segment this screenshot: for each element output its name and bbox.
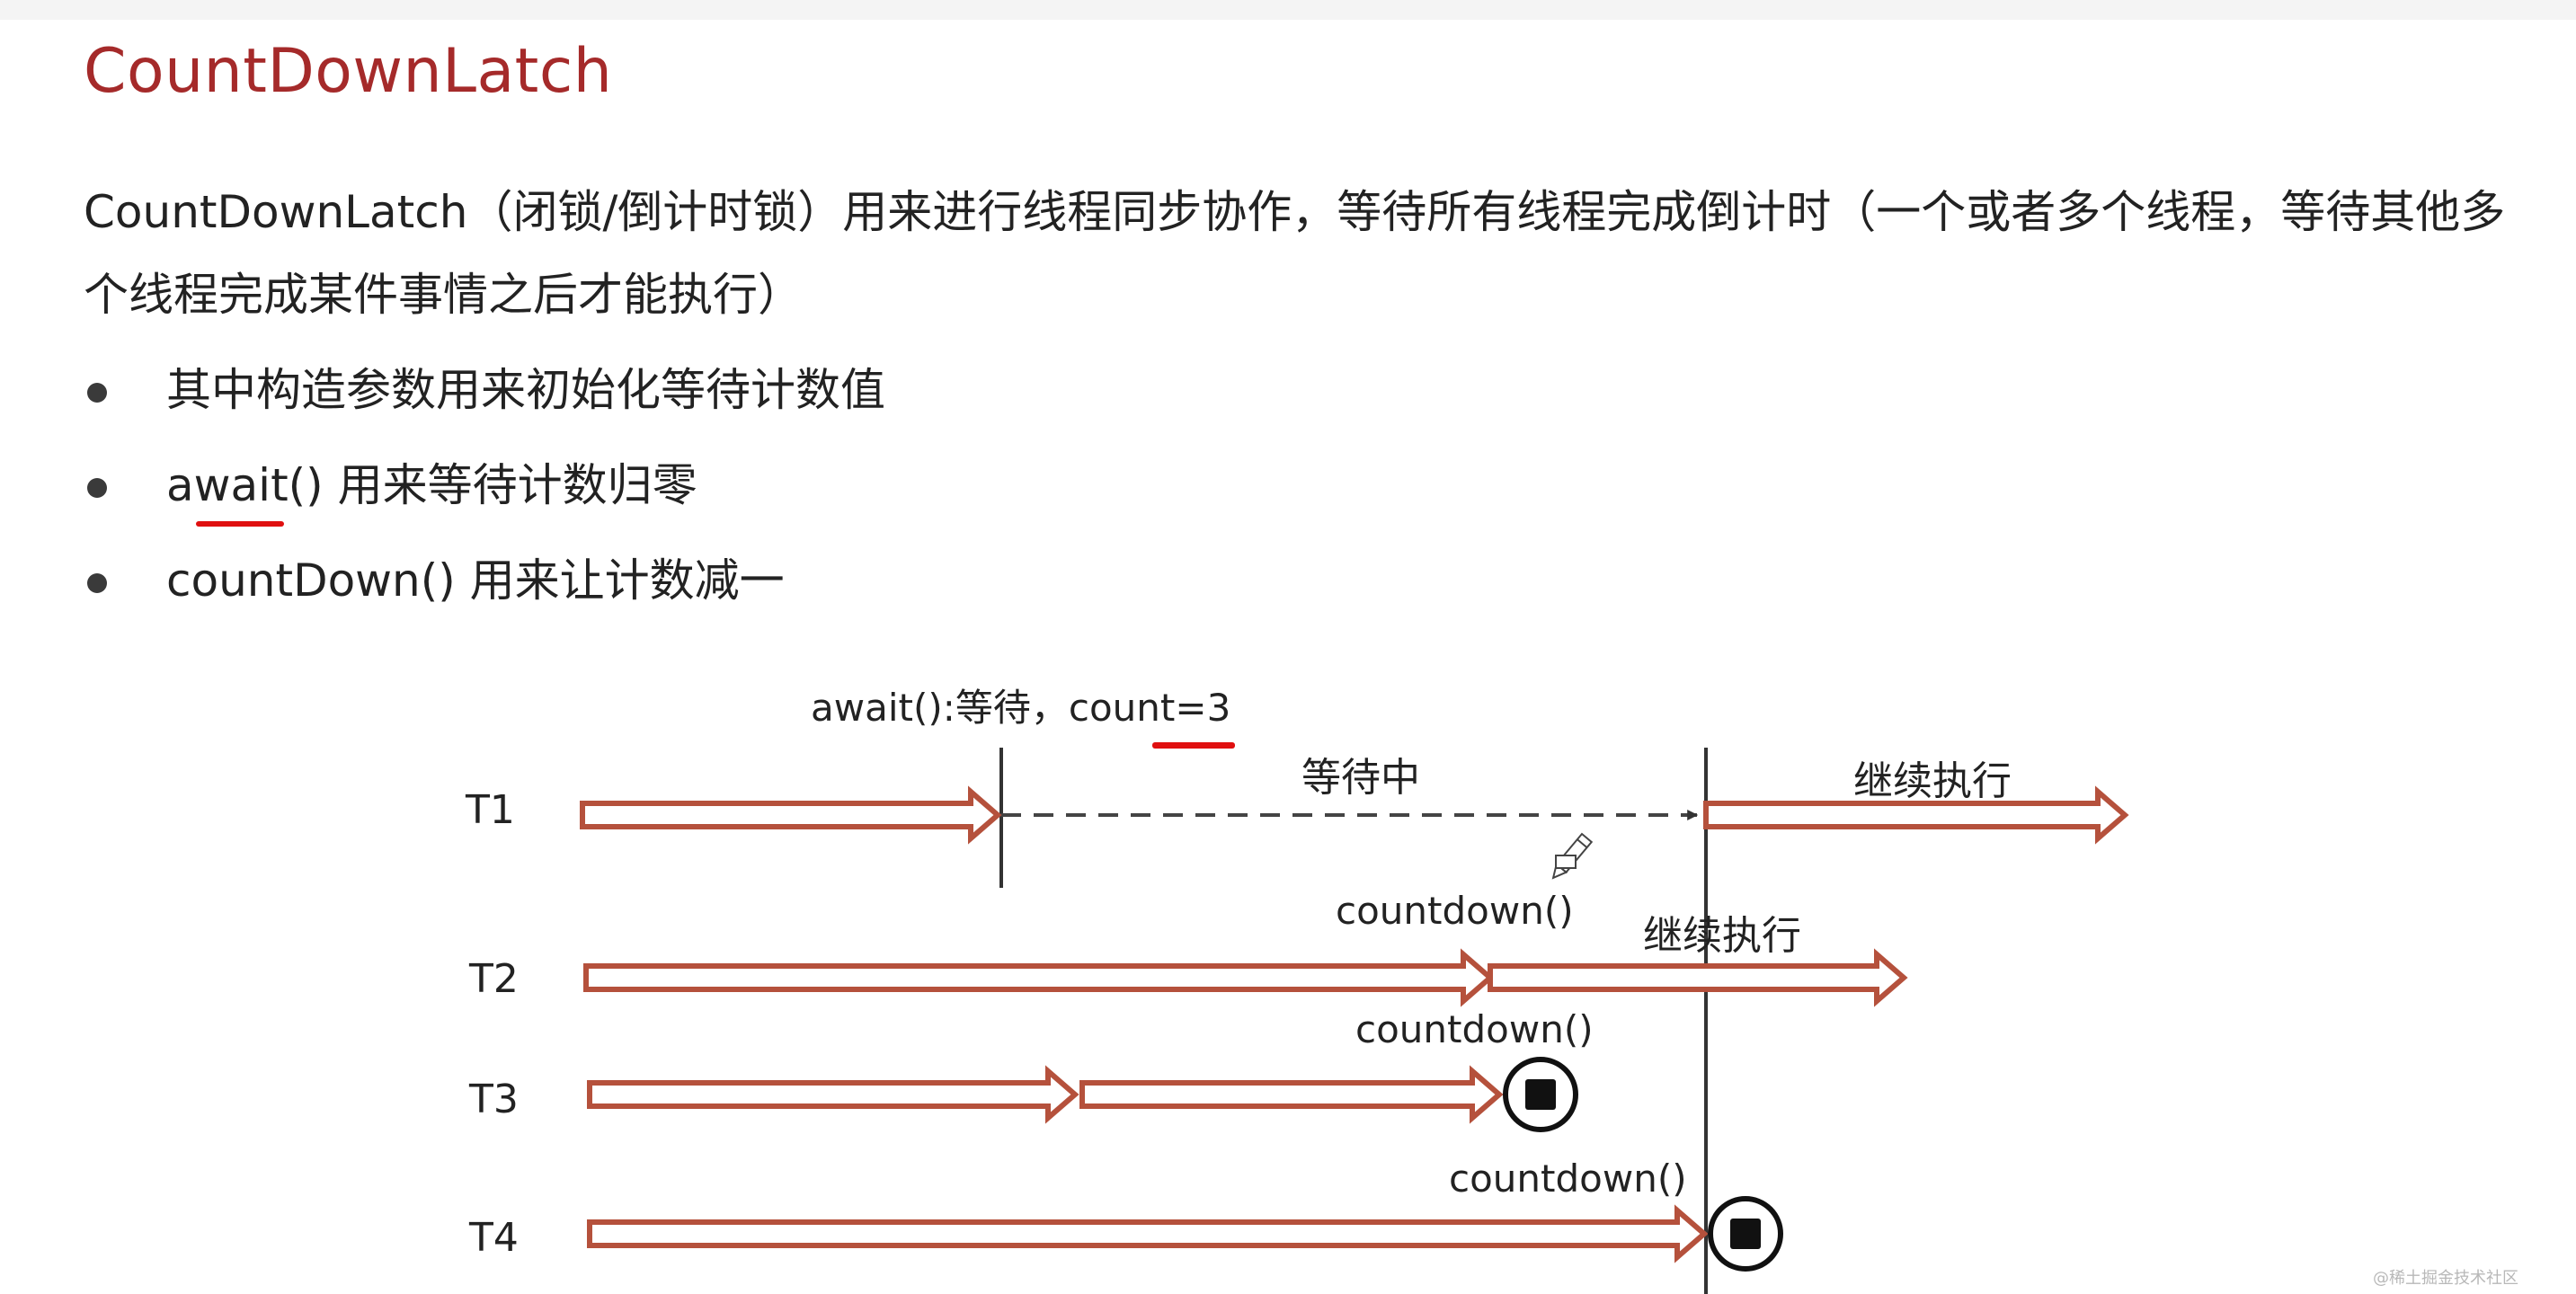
stop-icon bbox=[1708, 1196, 1783, 1272]
page-title: CountDownLatch bbox=[84, 36, 613, 107]
thread-label-t2: T2 bbox=[468, 956, 519, 1002]
t2-countdown-label: countdown() bbox=[1336, 889, 1574, 933]
top-bar bbox=[0, 0, 2576, 20]
await-label: await():等待，count=3 bbox=[811, 686, 1230, 730]
cursor-marker bbox=[1555, 855, 1577, 869]
await-highlight-underline bbox=[196, 521, 284, 527]
bullet-dot-icon bbox=[87, 478, 107, 498]
bullet-text: countDown() 用来让计数减一 bbox=[166, 554, 785, 607]
thread-arrow-t3 bbox=[587, 1065, 1079, 1124]
t4-countdown-label: countdown() bbox=[1449, 1157, 1687, 1201]
thread-arrow-t1 bbox=[580, 785, 1002, 845]
bullet-text: 其中构造参数用来初始化等待计数值 bbox=[166, 364, 885, 416]
t1-continue-label: 继续执行 bbox=[1853, 758, 2012, 804]
watermark: @稀土掘金技术社区 bbox=[2373, 1269, 2518, 1288]
thread-arrow-t3-second bbox=[1079, 1065, 1504, 1124]
thread-label-t1: T1 bbox=[465, 787, 515, 833]
bullet-text: await() 用来等待计数归零 bbox=[166, 459, 697, 511]
waiting-label: 等待中 bbox=[1301, 755, 1420, 801]
stop-icon bbox=[1503, 1057, 1578, 1132]
t3-countdown-label: countdown() bbox=[1355, 1007, 1594, 1051]
t2-continue-label: 继续执行 bbox=[1643, 913, 1801, 959]
intro-paragraph: CountDownLatch（闭锁/倒计时锁）用来进行线程同步协作，等待所有线程… bbox=[84, 186, 2506, 321]
thread-arrow-t2-continue bbox=[1488, 948, 1908, 1007]
bullet-dot-icon bbox=[87, 573, 107, 593]
count-highlight-underline bbox=[1152, 742, 1235, 749]
bullet-dot-icon bbox=[87, 383, 107, 403]
thread-label-t3: T3 bbox=[468, 1077, 519, 1122]
thread-arrow-t1-continue bbox=[1703, 785, 2129, 845]
thread-arrows bbox=[580, 785, 2129, 1263]
thread-arrow-t2 bbox=[583, 948, 1495, 1007]
thread-label-t4: T4 bbox=[468, 1215, 519, 1261]
thread-arrow-t4 bbox=[587, 1204, 1709, 1263]
